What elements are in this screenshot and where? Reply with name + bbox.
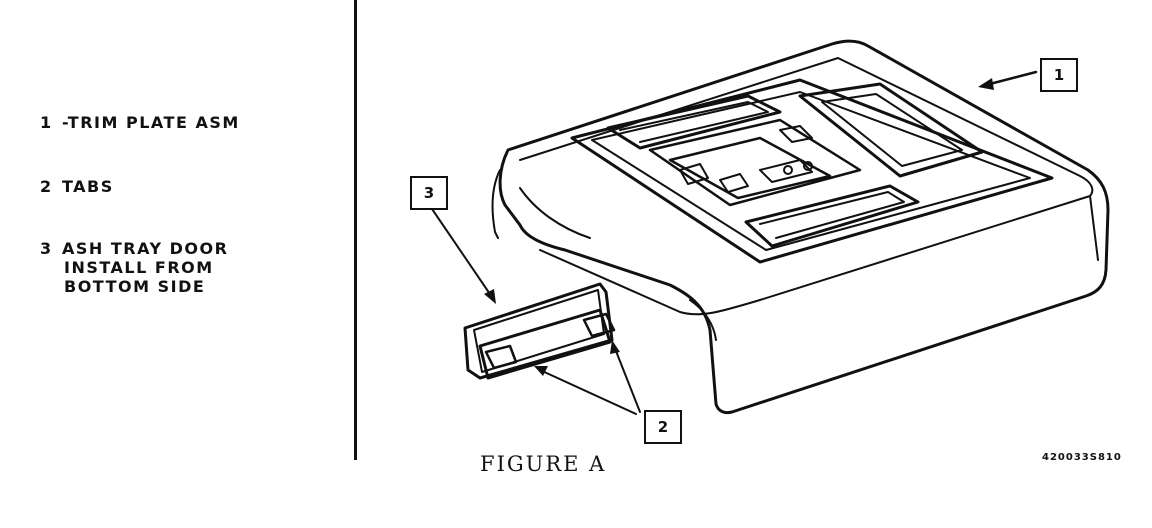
recess-inner xyxy=(591,91,1031,251)
legend-number: 2 xyxy=(40,177,53,196)
legend-label: ASH TRAY DOOR xyxy=(62,239,229,258)
callout-1-label: 1 xyxy=(1053,66,1065,84)
tab-left xyxy=(484,344,518,370)
callout-2: 2 xyxy=(644,410,682,444)
window-top-right xyxy=(798,82,984,178)
callout-2-label: 2 xyxy=(657,418,669,436)
trim-plate-front-face xyxy=(689,195,1099,341)
tab-right xyxy=(582,312,616,338)
figure-caption: FIGURE A xyxy=(480,452,607,476)
leader-3 xyxy=(429,205,495,301)
center-mechanism xyxy=(648,118,862,207)
trim-plate-top-edge xyxy=(519,57,1094,316)
legend-number: 1 xyxy=(40,113,53,132)
arrowhead-2b xyxy=(610,340,620,354)
recess-frame xyxy=(570,78,1054,264)
legend-continuation: INSTALL FROM xyxy=(64,258,214,277)
arrowhead-1 xyxy=(978,78,994,90)
drawing-number: 420033S810 xyxy=(1042,452,1122,463)
trim-plate-left-leg xyxy=(491,169,591,239)
legend-label: TABS xyxy=(62,177,114,196)
callout-3: 3 xyxy=(410,176,448,210)
trim-plate-outline xyxy=(498,39,1110,415)
legend-continuation: BOTTOM SIDE xyxy=(64,277,206,296)
slot-lower xyxy=(744,184,920,248)
callout-1: 1 xyxy=(1040,58,1078,92)
arrowhead-2a xyxy=(534,366,548,376)
arrowhead-3 xyxy=(484,289,496,304)
legend-label: TRIM PLATE ASM xyxy=(67,113,240,132)
leader-2b xyxy=(613,345,641,413)
callout-3-label: 3 xyxy=(423,184,435,202)
leader-2a xyxy=(539,369,637,415)
legend-item-trim-plate: 1-TRIM PLATE ASM xyxy=(40,113,240,132)
legend-item-ash-tray-door: 3 ASH TRAY DOOR INSTALL FROM BOTTOM SIDE xyxy=(40,239,228,296)
vertical-divider xyxy=(354,0,357,460)
door-bottom-flange xyxy=(478,308,612,380)
legend-item-tabs: 2 TABS xyxy=(40,177,114,196)
legend-separator: - xyxy=(62,113,68,132)
slot-left xyxy=(606,94,782,150)
legend-number: 3 xyxy=(40,239,53,258)
